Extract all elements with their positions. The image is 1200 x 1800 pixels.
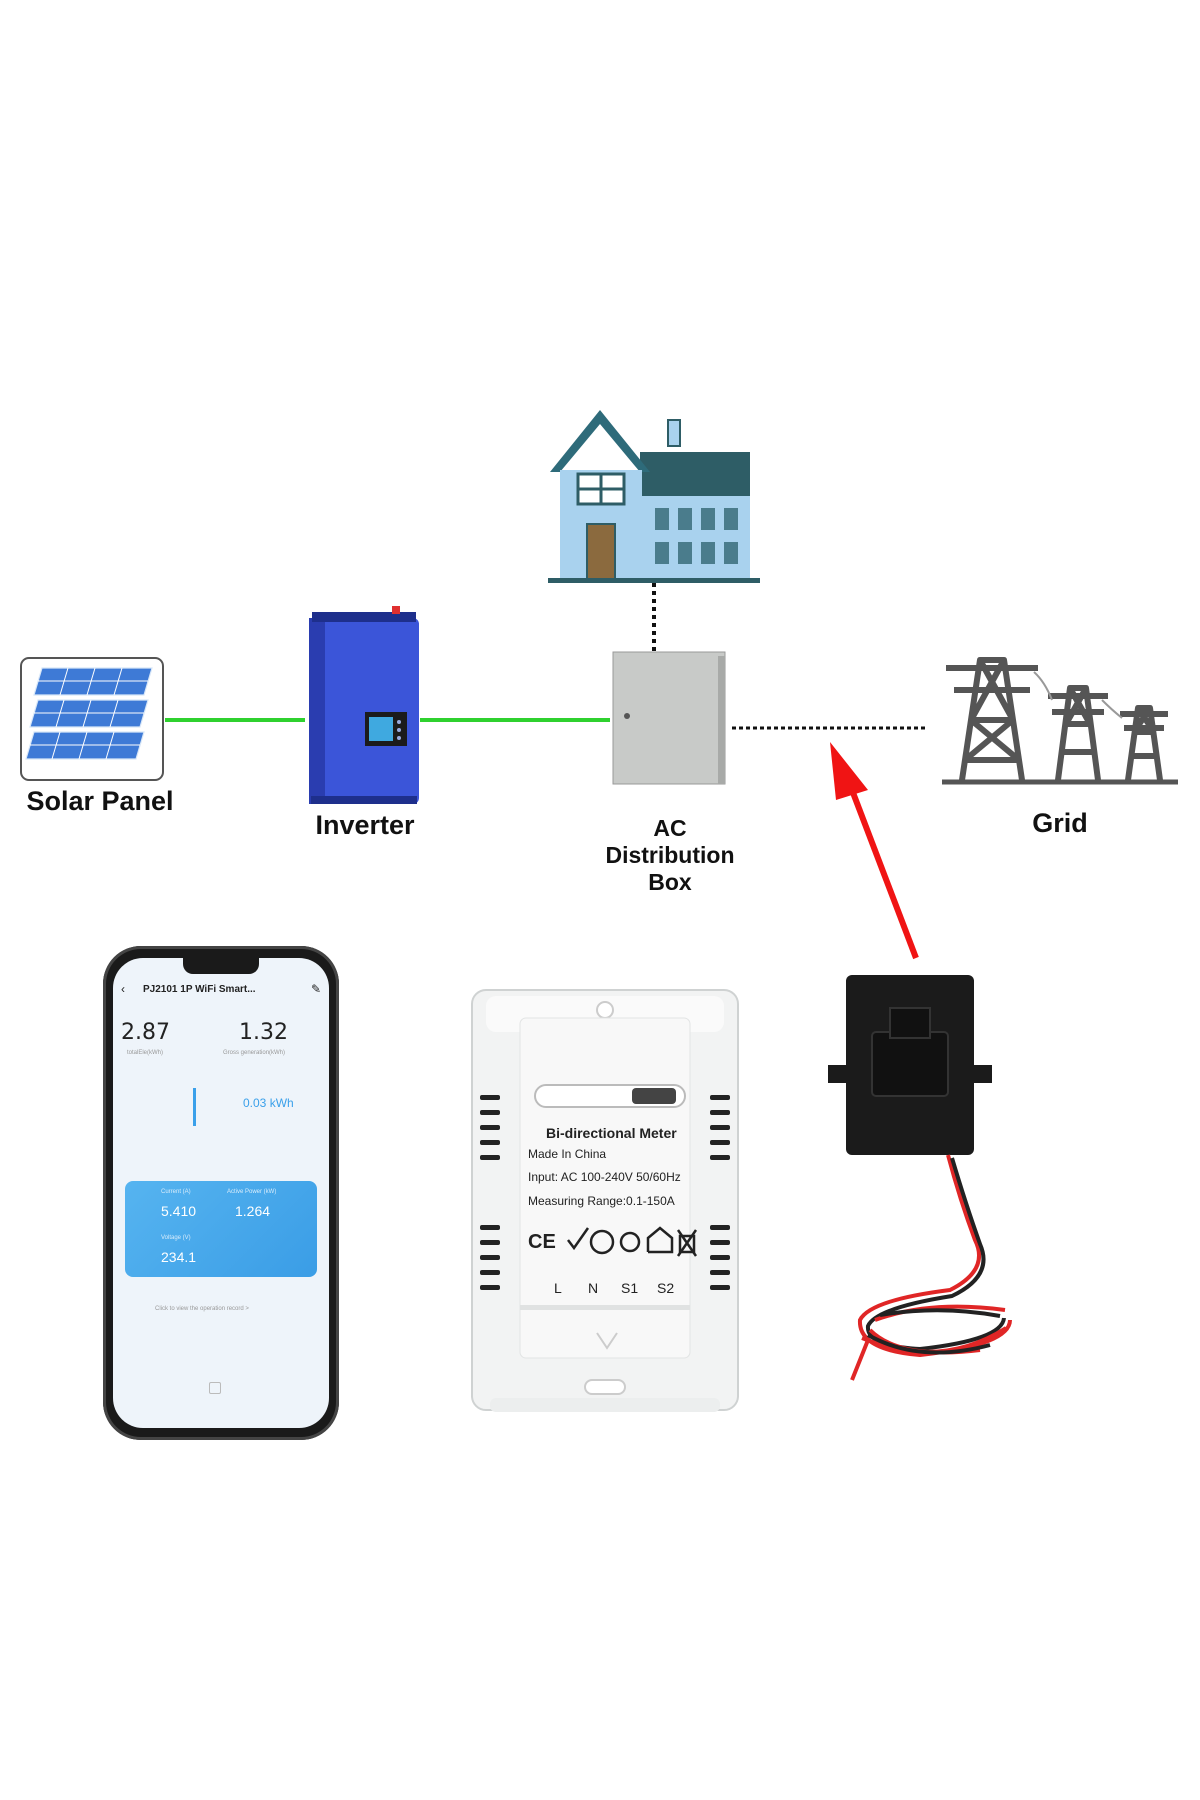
terminal-n: N [588,1280,599,1296]
readings-card: Current (A) 5.410 Active Power (kW) 1.26… [125,1181,317,1277]
active-power-value: 1.264 [235,1203,271,1219]
gross-generation-label: Gross generation(kWh) [223,1050,286,1056]
smartphone: ‹ PJ2101 1P WiFi Smart... ✎ 2.87 totalEl… [103,946,339,1440]
ac-box-label-line-1: AC [653,815,687,841]
house-icon [548,410,760,583]
meter-input-text: Input: AC 100-240V 50/60Hz [528,1170,681,1184]
solar-panel-icon [20,657,164,781]
power-tower-icon [942,657,1178,785]
back-icon[interactable]: ‹ [121,982,125,996]
meter-origin-text: Made In China [528,1147,607,1161]
ac-box-label-line-3: Box [648,869,692,895]
red-arrow [830,742,919,960]
edit-icon[interactable]: ✎ [310,982,321,996]
ct-cable-icon [850,1154,1012,1381]
current-kwh-value: 0.03 kWh [243,1096,294,1110]
ac-distribution-box-icon [612,651,726,785]
gross-generation-value: 1.32 [239,1020,288,1045]
ct-clamp-icon [828,975,992,1155]
inverter-label: Inverter [315,810,415,840]
meter-title: Bi-directional Meter [546,1125,677,1141]
current-value: 5.410 [161,1203,197,1219]
phone-notch [183,958,259,974]
total-energy-label: totalEle(kWh) [127,1050,164,1056]
phone-screen: ‹ PJ2101 1P WiFi Smart... ✎ 2.87 totalEl… [113,958,329,1428]
terminal-s1: S1 [621,1280,639,1296]
current-label: Current (A) [161,1189,191,1195]
terminal-s2: S2 [657,1280,675,1296]
voltage-label: Voltage (V) [161,1235,191,1241]
home-icon[interactable] [209,1382,221,1394]
device-title: PJ2101 1P WiFi Smart... [143,984,256,995]
operation-record-link[interactable]: Click to view the operation record > [155,1306,249,1312]
inverter-icon [309,606,419,804]
grid-label: Grid [1032,808,1088,838]
meter-range-text: Measuring Range:0.1-150A [528,1194,675,1208]
ce-mark: CE [528,1231,556,1253]
total-energy-value: 2.87 [121,1020,170,1045]
solar-panel-label: Solar Panel [26,786,174,816]
usage-bar [193,1088,196,1126]
bi-directional-meter-icon [471,989,739,1412]
terminal-l: L [554,1280,562,1296]
voltage-value: 234.1 [161,1249,197,1265]
active-power-label: Active Power (kW) [227,1189,277,1195]
ac-distribution-box-label: AC Distribution Box [590,815,750,896]
ac-box-label-line-2: Distribution [605,842,735,868]
power-wires [1033,671,1123,719]
